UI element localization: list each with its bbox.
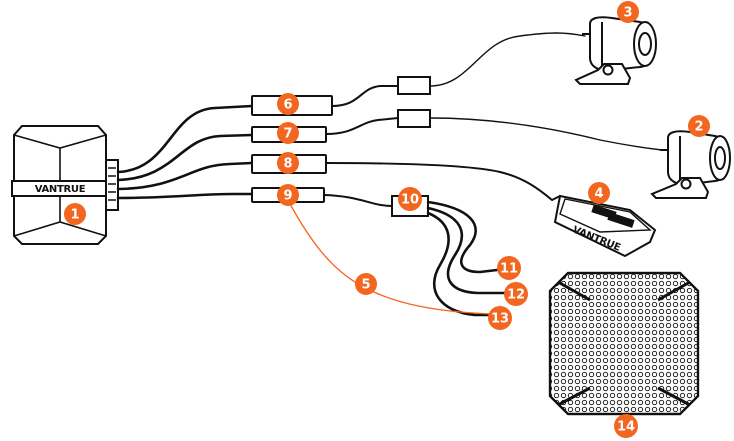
callout-1: 1 [64, 203, 86, 225]
callout-13: 13 [488, 306, 512, 330]
callout-3-label: 3 [623, 6, 632, 21]
main-unit: VANTRUE [12, 126, 118, 244]
cable-9 [118, 194, 252, 198]
callout-5: 5 [355, 273, 377, 295]
cable-6 [118, 106, 252, 172]
cable-front-camera [332, 86, 398, 106]
callout-5-label: 5 [361, 278, 370, 293]
callout-9-label: 9 [283, 189, 292, 204]
callout-10: 10 [398, 187, 422, 211]
cable-7 [118, 135, 252, 180]
inline-block-rear [398, 110, 430, 127]
callout-3: 3 [617, 1, 639, 23]
callout-4: 4 [588, 182, 610, 204]
inline-block-front [398, 77, 430, 94]
callout-10-label: 10 [401, 193, 419, 208]
callout-4-label: 4 [594, 187, 603, 202]
brand-label-main: VANTRUE [35, 184, 86, 195]
callout-6-label: 6 [283, 98, 292, 113]
callout-12-label: 12 [507, 288, 525, 303]
callout-11: 11 [497, 256, 521, 280]
callout-2: 2 [688, 115, 710, 137]
callout-12: 12 [504, 282, 528, 306]
splitter-wires [428, 202, 505, 315]
cable-splitter [324, 195, 392, 206]
cable-rear-camera [326, 118, 398, 134]
callout-7: 7 [277, 122, 299, 144]
callout-8: 8 [277, 152, 299, 174]
wire-13-path [428, 213, 490, 315]
callout-9: 9 [277, 184, 299, 206]
callout-1-label: 1 [70, 208, 79, 223]
black-cables [118, 106, 252, 198]
callout-7-label: 7 [283, 127, 292, 142]
callout-14: 14 [614, 414, 638, 438]
callout-13-label: 13 [491, 312, 509, 327]
adhesive-pad [550, 273, 698, 414]
rear-camera [652, 131, 730, 198]
callout-8-label: 8 [283, 157, 292, 172]
front-camera [576, 17, 656, 84]
callout-2-label: 2 [694, 120, 703, 135]
callout-14-label: 14 [617, 420, 635, 435]
callout-11-label: 11 [500, 262, 518, 277]
cable-remote [326, 163, 552, 200]
remote-control: VANTRUE [552, 196, 655, 256]
callout-6: 6 [277, 93, 299, 115]
